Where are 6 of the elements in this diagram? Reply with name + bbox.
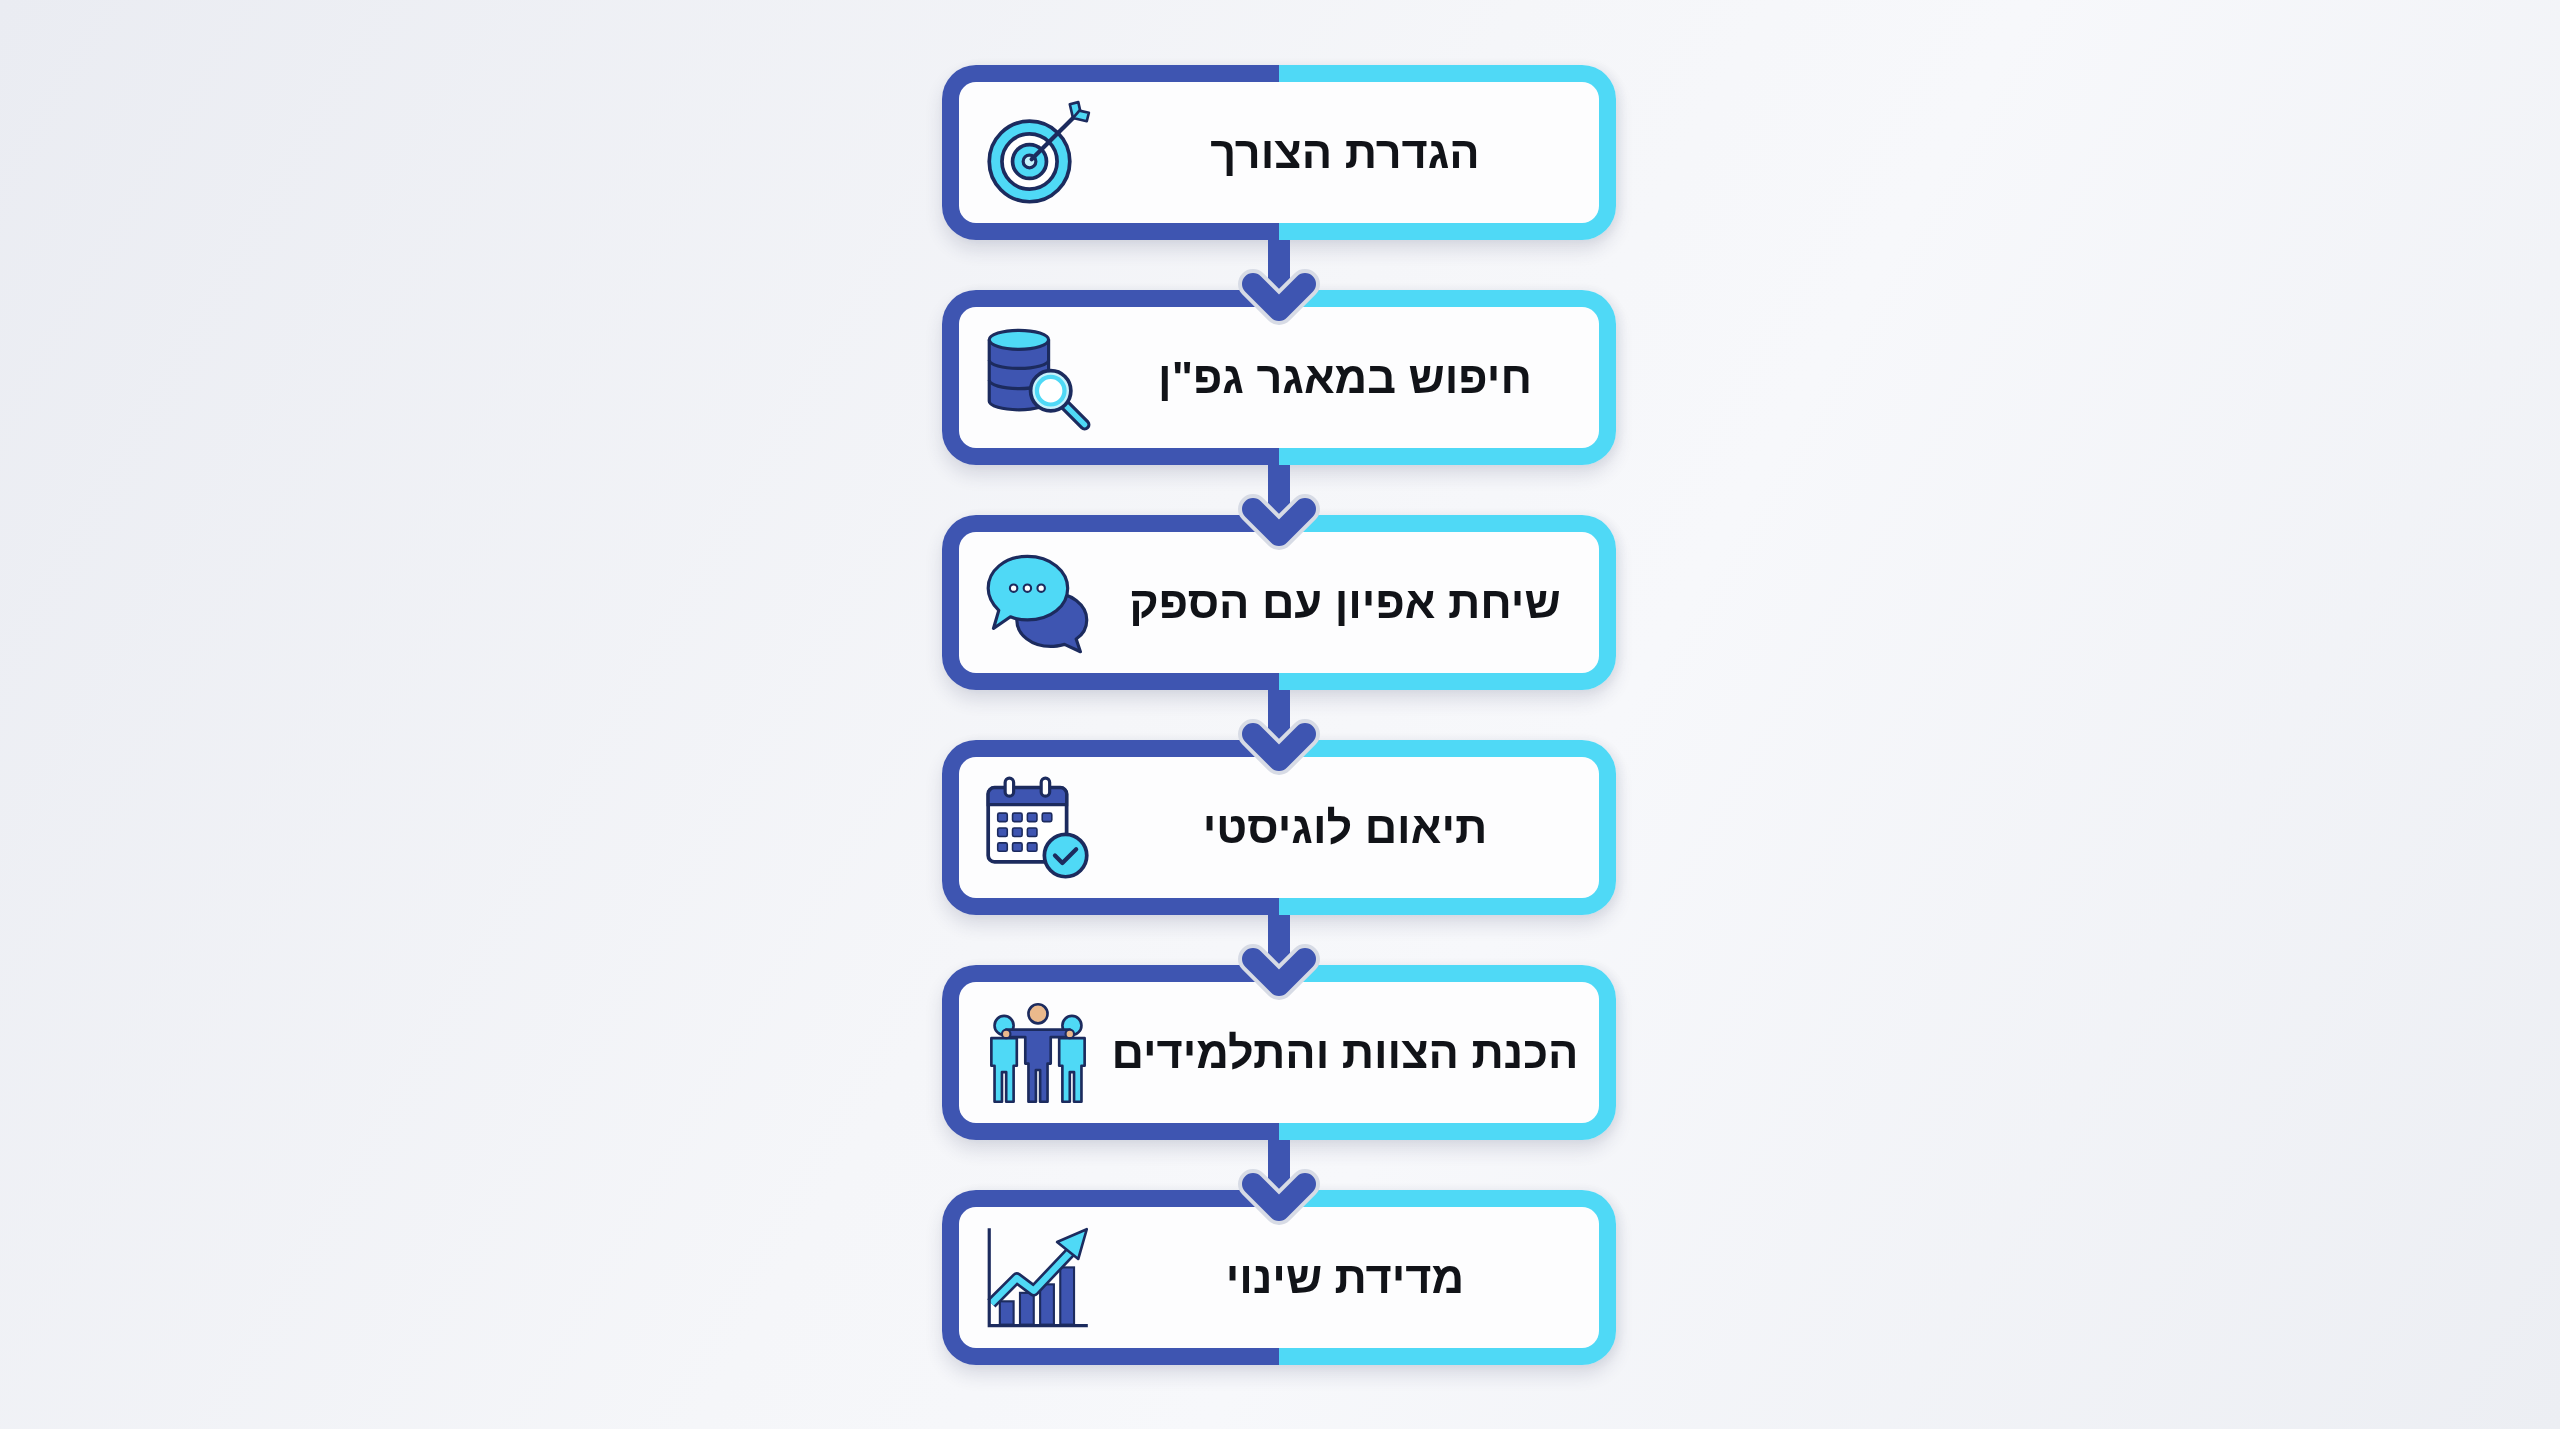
step-label: שיחת אפיון עם הספק [1129,576,1561,629]
step-label: חיפוש במאגר גפ"ן [1158,351,1532,404]
step-label: הגדרת הצורך [1210,126,1480,179]
step-label: הכנת הצוות והתלמידים [1111,1026,1579,1079]
step-label: מדידת שינוי [1225,1251,1465,1304]
step-label: תיאום לוגיסטי [1202,801,1488,854]
